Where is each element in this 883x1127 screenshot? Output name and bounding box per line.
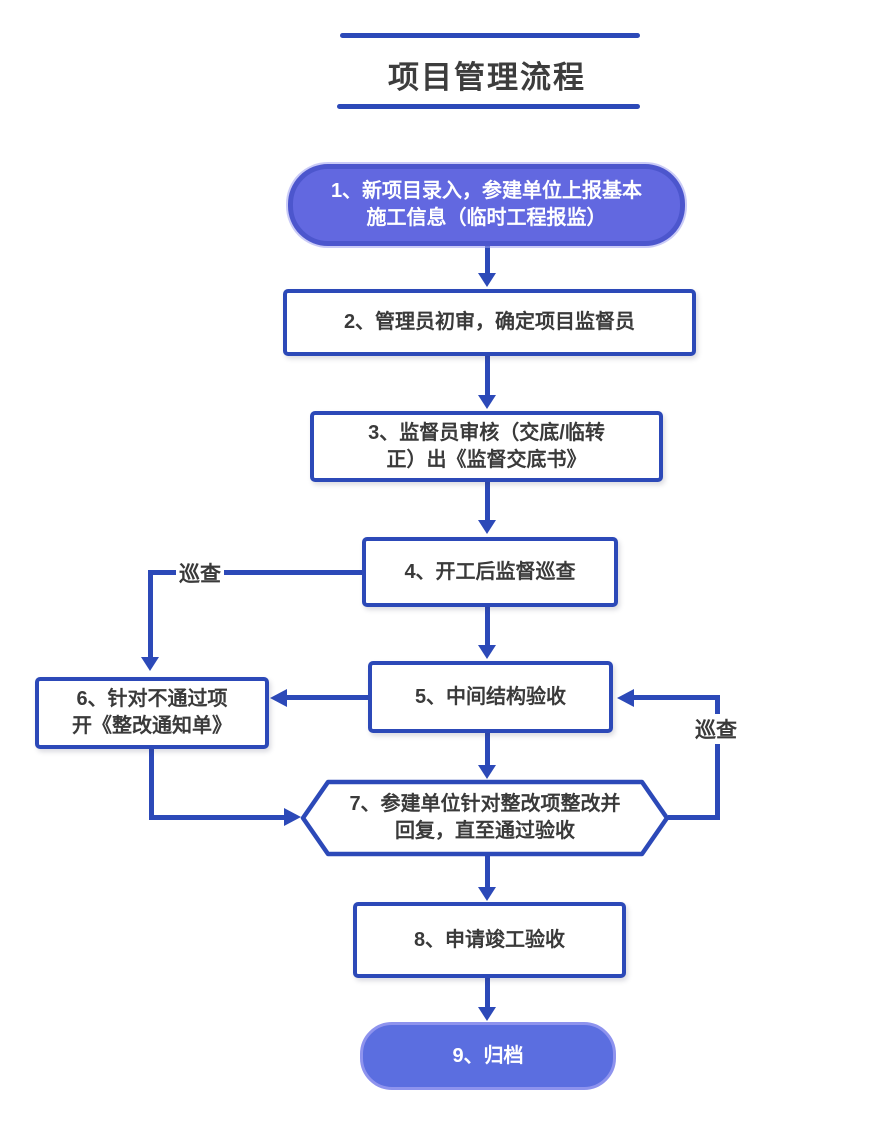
connector-6-7-horizontal (149, 815, 286, 820)
arrow-1-2-shaft (485, 246, 490, 274)
node-label-line: 1、新项目录入，参建单位上报基本 (330, 180, 643, 202)
loop-right-vertical-line (715, 695, 720, 820)
arrow-8-9-shaft (485, 976, 490, 1008)
node-9-archive: 9、归档 (360, 1022, 616, 1090)
node-label-line: 8、申请竣工验收 (413, 928, 566, 951)
node-4-post-start-inspection: 4、开工后监督巡查 (362, 537, 618, 607)
node-label: 7、参建单位针对整改项整改并 回复，直至通过验收 (300, 779, 670, 857)
connector-6-7-vertical (149, 746, 154, 820)
connector-6-7-head (284, 808, 301, 826)
arrow-1-2-head (478, 273, 496, 287)
arrow-5-6-shaft (286, 695, 368, 700)
title-rule-top (340, 33, 640, 38)
node-label-line: 正）出《监督交底书》 (386, 448, 587, 471)
node-label-line: 4、开工后监督巡查 (404, 560, 576, 583)
loop-left-arrow-head (141, 657, 159, 671)
arrow-2-3-head (478, 395, 496, 409)
loop-right-top-line (634, 695, 720, 700)
node-label-line: 2、管理员初审，确定项目监督员 (343, 311, 636, 333)
loop-left-label: 巡查 (176, 558, 224, 588)
arrow-3-4-shaft (485, 480, 490, 521)
arrow-7-8-head (478, 887, 496, 901)
node-2-admin-initial-review: 2、管理员初审，确定项目监督员 (283, 289, 696, 356)
arrow-3-4-head (478, 520, 496, 534)
page-title: 项目管理流程 (388, 60, 586, 95)
arrow-2-3-shaft (485, 354, 490, 396)
node-3-supervisor-audit: 3、监督员审核（交底/临转 正）出《监督交底书》 (310, 411, 663, 482)
hexagon-shape (300, 779, 670, 857)
loop-right-label: 巡查 (692, 714, 740, 744)
node-label-line: 5、中间结构验收 (414, 685, 567, 708)
node-1-new-project-entry: 1、新项目录入，参建单位上报基本 施工信息（临时工程报监） (288, 164, 685, 246)
node-label-line: 开《整改通知单》 (72, 715, 232, 737)
loop-left-horizontal-line (148, 570, 364, 575)
arrow-5-7-shaft (485, 731, 490, 766)
node-label-line: 施工信息（临时工程报监） (366, 207, 607, 229)
arrow-5-6-head (270, 689, 287, 707)
node-7-rectify-and-reply: 7、参建单位针对整改项整改并 回复，直至通过验收 (300, 779, 670, 857)
node-label-line: 9、归档 (452, 1044, 524, 1067)
loop-right-arrow-head (617, 689, 634, 707)
arrow-8-9-head (478, 1007, 496, 1021)
arrow-4-5-head (478, 645, 496, 659)
node-label-line: 7、参建单位针对整改项整改并 (349, 793, 621, 815)
loop-left-vertical-line (148, 570, 153, 658)
arrow-5-7-head (478, 765, 496, 779)
arrow-4-5-shaft (485, 605, 490, 646)
loop-right-bottom-line (668, 815, 720, 820)
title-rule-bottom (337, 104, 640, 109)
arrow-7-8-shaft (485, 851, 490, 888)
node-label-line: 6、针对不通过项 (76, 688, 228, 710)
node-6-rectification-notice: 6、针对不通过项 开《整改通知单》 (35, 677, 269, 749)
node-label-line: 3、监督员审核（交底/临转 (368, 421, 605, 444)
node-label-line: 回复，直至通过验收 (395, 820, 575, 842)
node-8-completion-acceptance-application: 8、申请竣工验收 (353, 902, 626, 978)
node-5-interim-structure-acceptance: 5、中间结构验收 (368, 661, 613, 733)
